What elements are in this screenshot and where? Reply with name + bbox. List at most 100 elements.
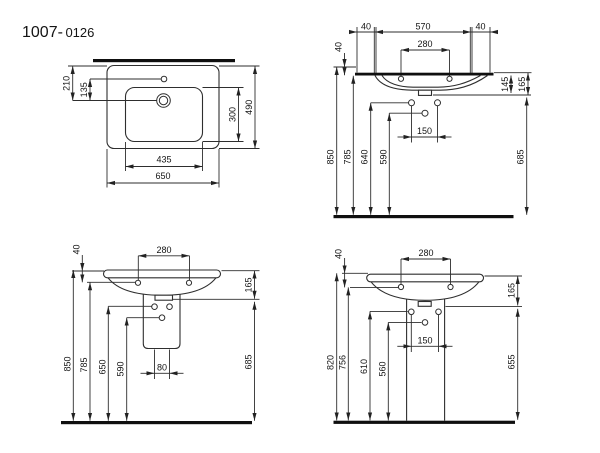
- dim-850: 850: [62, 270, 76, 421]
- drain-fitting: [154, 294, 174, 301]
- dim-785: 785: [79, 282, 93, 421]
- extension-lines: [342, 259, 522, 352]
- extension-lines: [72, 255, 260, 379]
- half-pedestal-outline: [142, 292, 181, 350]
- extension-lines: [68, 65, 260, 188]
- dim-40-rim: 40: [334, 249, 347, 288]
- dim-80: 80: [140, 362, 184, 376]
- dim-165: 165: [517, 72, 531, 95]
- dim-label-300: 300: [228, 107, 238, 122]
- dim-label-40-left: 40: [361, 22, 371, 32]
- dim-label-590: 590: [378, 149, 388, 164]
- dim-650: 650: [97, 306, 111, 421]
- dim-label-560: 560: [377, 361, 387, 376]
- dim-label-165: 165: [507, 283, 517, 298]
- dim-label-280: 280: [417, 39, 432, 49]
- bracket-hole-left: [151, 303, 158, 311]
- dim-685: 685: [244, 301, 257, 421]
- dim-280: 280: [401, 248, 451, 262]
- dim-label-590: 590: [116, 361, 126, 376]
- dim-435: 435: [125, 155, 203, 169]
- dim-label-435: 435: [156, 155, 171, 165]
- bowl-profile-outer: [374, 75, 488, 91]
- dim-655: 655: [507, 308, 520, 420]
- dim-210: 210: [62, 66, 75, 101]
- view-plan: 210 135 300 490 435 650: [62, 59, 260, 188]
- bowl-profile-inner: [381, 75, 481, 88]
- dim-label-135: 135: [79, 82, 89, 97]
- dim-590: 590: [116, 317, 129, 421]
- dim-label-150: 150: [417, 335, 432, 345]
- dim-label-570: 570: [415, 22, 430, 32]
- dim-label-150: 150: [417, 126, 432, 136]
- bracket-hole-left: [408, 99, 415, 107]
- dim-label-850: 850: [326, 149, 336, 164]
- dim-650: 650: [107, 171, 219, 186]
- dim-685: 685: [516, 97, 529, 215]
- model-number-suffix: 0126: [65, 25, 94, 40]
- dim-label-650: 650: [97, 359, 107, 374]
- fixing-hole-back: [447, 283, 454, 291]
- dim-label-40: 40: [334, 42, 344, 52]
- dim-label-490: 490: [244, 100, 254, 115]
- dim-40-570-40: 40 570 40: [349, 22, 498, 35]
- dim-label-685: 685: [244, 354, 254, 369]
- dim-150: 150: [397, 335, 453, 349]
- page-title: 1007- 0126: [22, 24, 94, 41]
- model-number-prefix: 1007-: [22, 24, 63, 41]
- dim-756: 756: [337, 287, 351, 421]
- dim-label-40-right: 40: [475, 22, 485, 32]
- dim-300: 300: [228, 87, 241, 142]
- view-side-half-pedestal: 280 40 850 785 650 590 80: [61, 244, 260, 425]
- dim-label-165: 165: [517, 77, 527, 92]
- floor-line: [333, 420, 515, 424]
- fixing-hole-back: [185, 279, 193, 286]
- floor-line: [61, 421, 252, 425]
- dim-280: 280: [138, 245, 190, 258]
- dim-label-80: 80: [157, 362, 167, 372]
- dim-label-820: 820: [326, 355, 336, 370]
- bracket-hole-right: [435, 308, 442, 316]
- basin-slab: [102, 269, 222, 279]
- basin-rim-bar: [355, 72, 494, 76]
- dim-135: 135: [79, 79, 93, 101]
- dim-label-850: 850: [62, 356, 72, 371]
- dim-145: 145: [500, 75, 514, 93]
- dim-label-610: 610: [359, 359, 369, 374]
- view-side-full-pedestal: 280 40 150 820 756 610 560: [326, 248, 522, 424]
- view-front: 40 570 40 280 40 145 165: [326, 22, 532, 219]
- dim-490: 490: [244, 66, 258, 149]
- fixing-hole-left: [397, 75, 405, 82]
- bowl-profile: [107, 277, 217, 296]
- dim-label-785: 785: [342, 149, 352, 164]
- dim-150: 150: [397, 126, 452, 140]
- dim-label-280: 280: [156, 245, 171, 255]
- dim-610: 610: [359, 311, 373, 421]
- taphole-inner: [158, 95, 169, 106]
- fixing-hole-right: [446, 75, 453, 82]
- dim-label-756: 756: [337, 355, 347, 370]
- dim-label-685: 685: [516, 149, 526, 164]
- dim-165: 165: [507, 276, 520, 306]
- dim-590: 590: [378, 113, 392, 215]
- dim-label-145: 145: [500, 77, 510, 92]
- dim-label-40: 40: [334, 249, 344, 259]
- outlet-hole: [421, 319, 429, 326]
- dim-label-785: 785: [79, 357, 89, 372]
- outlet-hole: [421, 109, 429, 117]
- dim-label-640: 640: [360, 149, 370, 164]
- dim-850: 850: [326, 67, 339, 215]
- bracket-hole-right: [434, 99, 441, 107]
- dim-40-rim: 40: [334, 42, 347, 76]
- dim-820: 820: [326, 273, 339, 421]
- dim-label-280: 280: [418, 248, 433, 258]
- wall-line: [93, 59, 235, 63]
- basin-slab: [366, 273, 485, 283]
- bracket-hole-left: [408, 308, 415, 316]
- outlet-hole: [158, 314, 166, 322]
- dim-165: 165: [244, 270, 257, 299]
- dim-280: 280: [401, 39, 450, 53]
- fixing-hole-front: [134, 279, 142, 286]
- dim-785: 785: [342, 75, 356, 215]
